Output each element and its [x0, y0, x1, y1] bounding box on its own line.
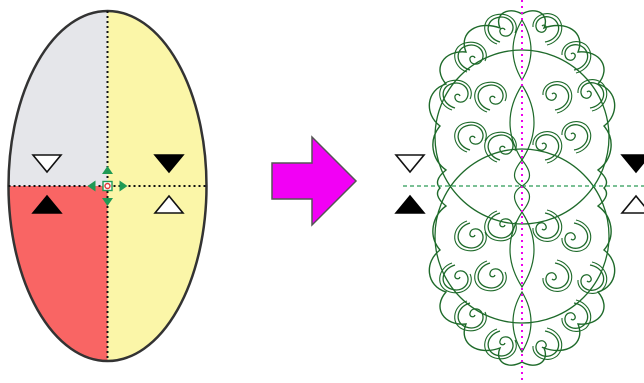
top-right-marker[interactable] [153, 154, 185, 174]
quadrant-bottom-right [107, 186, 207, 361]
left-lower-marker[interactable] [394, 194, 426, 214]
move-cross-icon[interactable] [87, 166, 128, 206]
quadrant-bottom-left [8, 186, 108, 361]
quadrant-ellipse [7, 9, 208, 363]
bottom-left-marker[interactable] [31, 194, 63, 214]
bottom-right-marker[interactable] [153, 194, 185, 214]
right-arrow-icon [271, 135, 358, 227]
right-lower-marker[interactable] [620, 194, 644, 214]
top-left-marker[interactable] [31, 154, 63, 174]
center-point [104, 182, 111, 190]
right-upper-marker[interactable] [620, 154, 644, 174]
left-upper-marker[interactable] [394, 154, 426, 174]
